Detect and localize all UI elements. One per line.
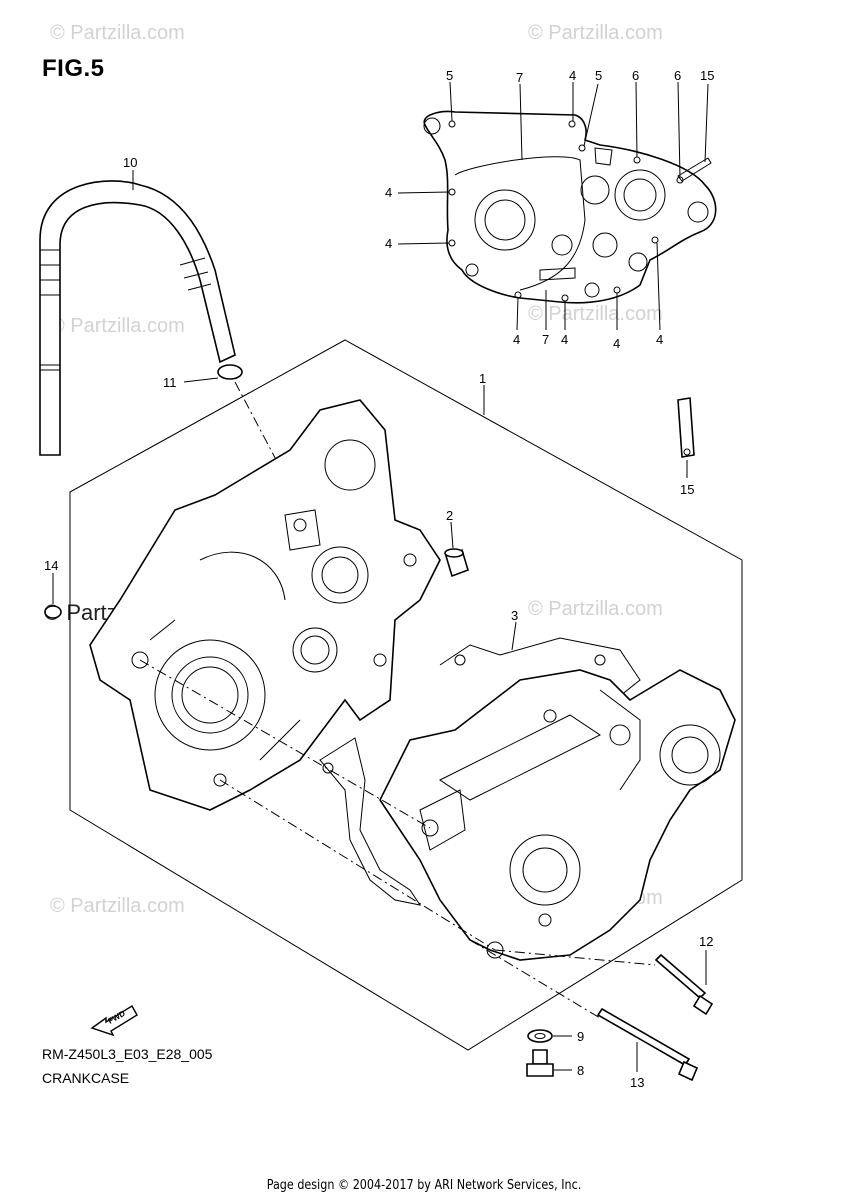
callout-1: 1 (479, 371, 486, 386)
callout-8: 8 (577, 1063, 584, 1078)
crankcase-right-half (379, 669, 736, 961)
hose-clamp (217, 364, 243, 380)
bolt-13 (596, 1007, 699, 1082)
callout-5: 5 (446, 68, 453, 83)
callout-10: 10 (123, 155, 137, 170)
callout-15: 15 (680, 482, 694, 497)
watermark: © Partzilla.com (50, 22, 185, 44)
bolt-layout-inset (423, 110, 717, 304)
callout-5: 5 (595, 68, 602, 83)
plug-14 (44, 605, 62, 619)
watermark: © Partzilla.com (528, 22, 663, 44)
callout-9: 9 (577, 1029, 584, 1044)
clip-plate (677, 397, 695, 458)
crankcase-set-box (69, 339, 743, 1051)
watermark: © Partzilla.com (50, 895, 185, 917)
callout-4: 4 (613, 336, 620, 351)
diagram-code: RM-Z450L3_E03_E28_005 (42, 1046, 213, 1062)
diagram-caption: CRANKCASE (42, 1070, 130, 1086)
callout-4: 4 (561, 332, 568, 347)
dowel-pin (444, 548, 469, 578)
callout-6: 6 (674, 68, 681, 83)
callout-4: 4 (513, 332, 520, 347)
callout-14: 14 (44, 558, 58, 573)
page-credit: Page design © 2004-2017 by ARI Network S… (266, 1178, 582, 1193)
callout-4: 4 (385, 236, 392, 251)
figure-title: FIG.5 (42, 55, 105, 82)
callout-11: 11 (163, 375, 177, 390)
forward-arrow-icon: FWD (90, 1005, 138, 1037)
callout-15: 15 (700, 68, 714, 83)
washer-9 (527, 1029, 553, 1043)
inset-leaders (397, 81, 709, 331)
callout-7: 7 (542, 332, 549, 347)
crankcase-left-half (89, 399, 441, 811)
watermark: © Partzilla.com (528, 303, 663, 325)
callout-4: 4 (656, 332, 663, 347)
callout-4: 4 (569, 68, 576, 83)
watermark: © Partzilla.com (528, 598, 663, 620)
bolt-12 (654, 953, 714, 1016)
callout-7: 7 (516, 70, 523, 85)
callout-6: 6 (632, 68, 639, 83)
callout-2: 2 (446, 508, 453, 523)
callout-3: 3 (511, 608, 518, 623)
callout-4: 4 (385, 185, 392, 200)
callout-12: 12 (699, 934, 713, 949)
watermark: © Partzilla.com (50, 315, 185, 337)
callout-13: 13 (630, 1075, 644, 1090)
bolt-8 (526, 1049, 554, 1077)
breather-hose (39, 180, 236, 456)
